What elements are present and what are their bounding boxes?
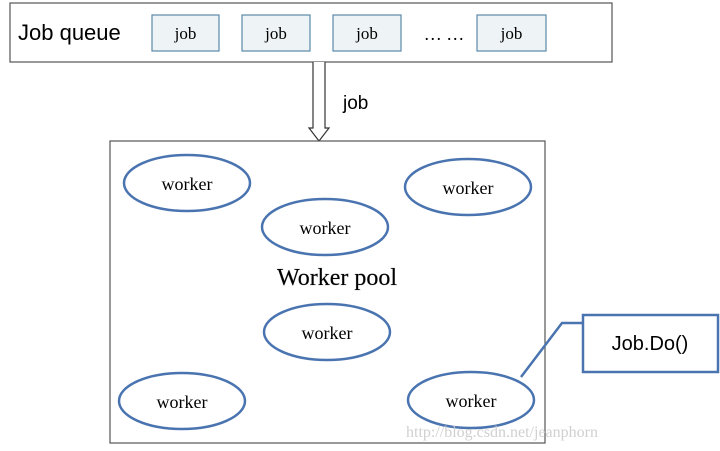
worker-ellipse: worker (262, 302, 392, 362)
worker-ellipse: worker (260, 197, 390, 257)
callout-label: Job.Do() (612, 333, 689, 355)
job-box-label: job (264, 24, 287, 43)
worker-ellipse: worker (117, 371, 247, 431)
callout-line (520, 321, 582, 378)
worker-label: worker (443, 178, 494, 198)
worker-ellipse: worker (406, 370, 536, 430)
job-box-label: job (500, 24, 523, 43)
worker-ellipse: worker (122, 153, 252, 213)
job-box: job (151, 14, 220, 52)
worker-pool-title: Worker pool (277, 265, 397, 291)
job-box: job (241, 14, 311, 52)
job-box-label: job (174, 24, 197, 43)
worker-label: worker (157, 392, 208, 412)
job-queue-title: Job queue (18, 20, 121, 45)
queue-ellipsis: … … (424, 24, 465, 44)
job-box: job (476, 14, 547, 52)
worker-ellipse: worker (403, 157, 533, 217)
dispatch-arrow-label: job (342, 93, 368, 114)
worker-label: worker (162, 174, 213, 194)
callout-box (581, 313, 720, 374)
watermark-text: http://blog.csdn.net/jeanphorn (406, 424, 598, 441)
job-box-label: job (355, 24, 378, 43)
dispatch-arrow (307, 62, 331, 142)
worker-label: worker (300, 218, 351, 238)
worker-label: worker (302, 323, 353, 343)
job-box: job (332, 14, 402, 52)
worker-label: worker (446, 391, 497, 411)
